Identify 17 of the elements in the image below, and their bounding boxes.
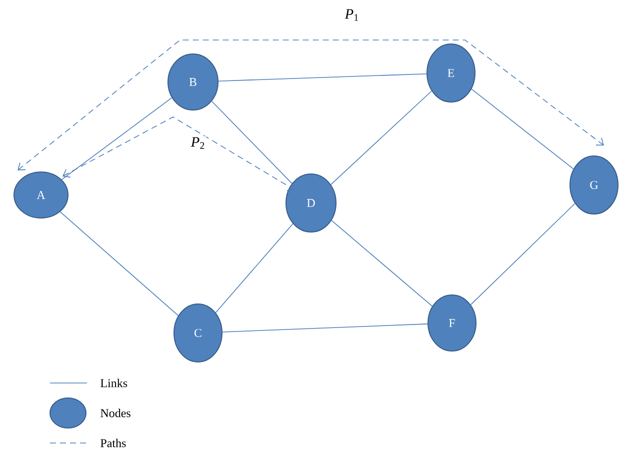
legend-label: Paths: [100, 438, 126, 448]
link-line: [330, 90, 432, 185]
edge-label: P$_{1}$: [344, 8, 360, 22]
legend-label: Links: [100, 378, 128, 388]
path-arrow: [62, 116, 295, 191]
legend-label: Nodes: [100, 408, 130, 418]
link-line: [470, 203, 576, 306]
link-line: [471, 88, 574, 170]
link-line: [331, 220, 433, 307]
edge-label: P$_{2}$: [190, 136, 206, 150]
link-line: [211, 100, 292, 184]
link-line: [215, 223, 294, 313]
link-line: [60, 211, 179, 316]
link-line: [218, 73, 427, 82]
path-arrow: [18, 40, 604, 170]
link-line: [222, 324, 428, 332]
link-line: [61, 97, 172, 180]
